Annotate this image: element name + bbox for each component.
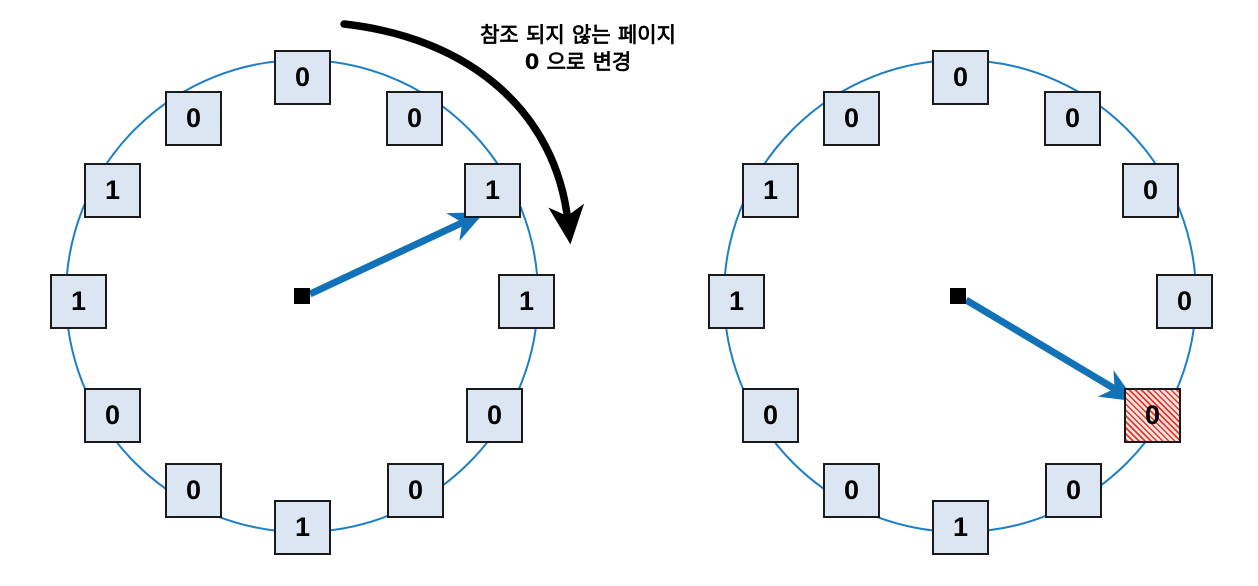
page-frame-before-4[interactable]: 0 [466,388,523,443]
page-frame-after-2[interactable]: 0 [1122,163,1179,218]
page-frame-before-11[interactable]: 0 [165,91,222,146]
page-frame-before-10[interactable]: 1 [84,163,141,218]
page-frame-after-11[interactable]: 0 [823,91,880,146]
page-frame-after-8[interactable]: 0 [742,388,799,443]
page-frame-before-3[interactable]: 1 [498,274,555,329]
page-frame-before-5[interactable]: 0 [387,463,444,518]
clock-hand-after [964,296,1136,402]
clock-center-marker-before [294,288,310,304]
page-frame-after-1[interactable]: 0 [1044,91,1101,146]
page-frame-before-0[interactable]: 0 [274,50,331,105]
page-frame-before-2[interactable]: 1 [464,163,521,218]
page-frame-before-9[interactable]: 1 [50,274,107,329]
page-frame-before-8[interactable]: 0 [84,388,141,443]
annotation-text: 참조 되지 않는 페이지 0 으로 변경 [443,22,713,76]
annotation-line-2: 0 으로 변경 [524,49,632,74]
page-frame-before-1[interactable]: 0 [386,91,443,146]
annotation-line-1: 참조 되지 않는 페이지 [480,23,676,47]
page-frame-after-7[interactable]: 0 [823,463,880,518]
page-frame-after-0[interactable]: 0 [932,50,989,105]
page-frame-after-10[interactable]: 1 [742,163,799,218]
page-frame-after-9[interactable]: 1 [708,274,765,329]
page-frame-after-6[interactable]: 1 [932,500,989,555]
clock-hand-before [308,212,485,298]
page-frame-after-4-highlighted[interactable]: 0 [1124,388,1181,443]
page-frame-after-3[interactable]: 0 [1156,274,1213,329]
page-frame-before-7[interactable]: 0 [165,463,222,518]
page-frame-before-6[interactable]: 1 [274,500,331,555]
page-frame-after-5[interactable]: 0 [1045,463,1102,518]
clock-center-marker-after [950,288,966,304]
